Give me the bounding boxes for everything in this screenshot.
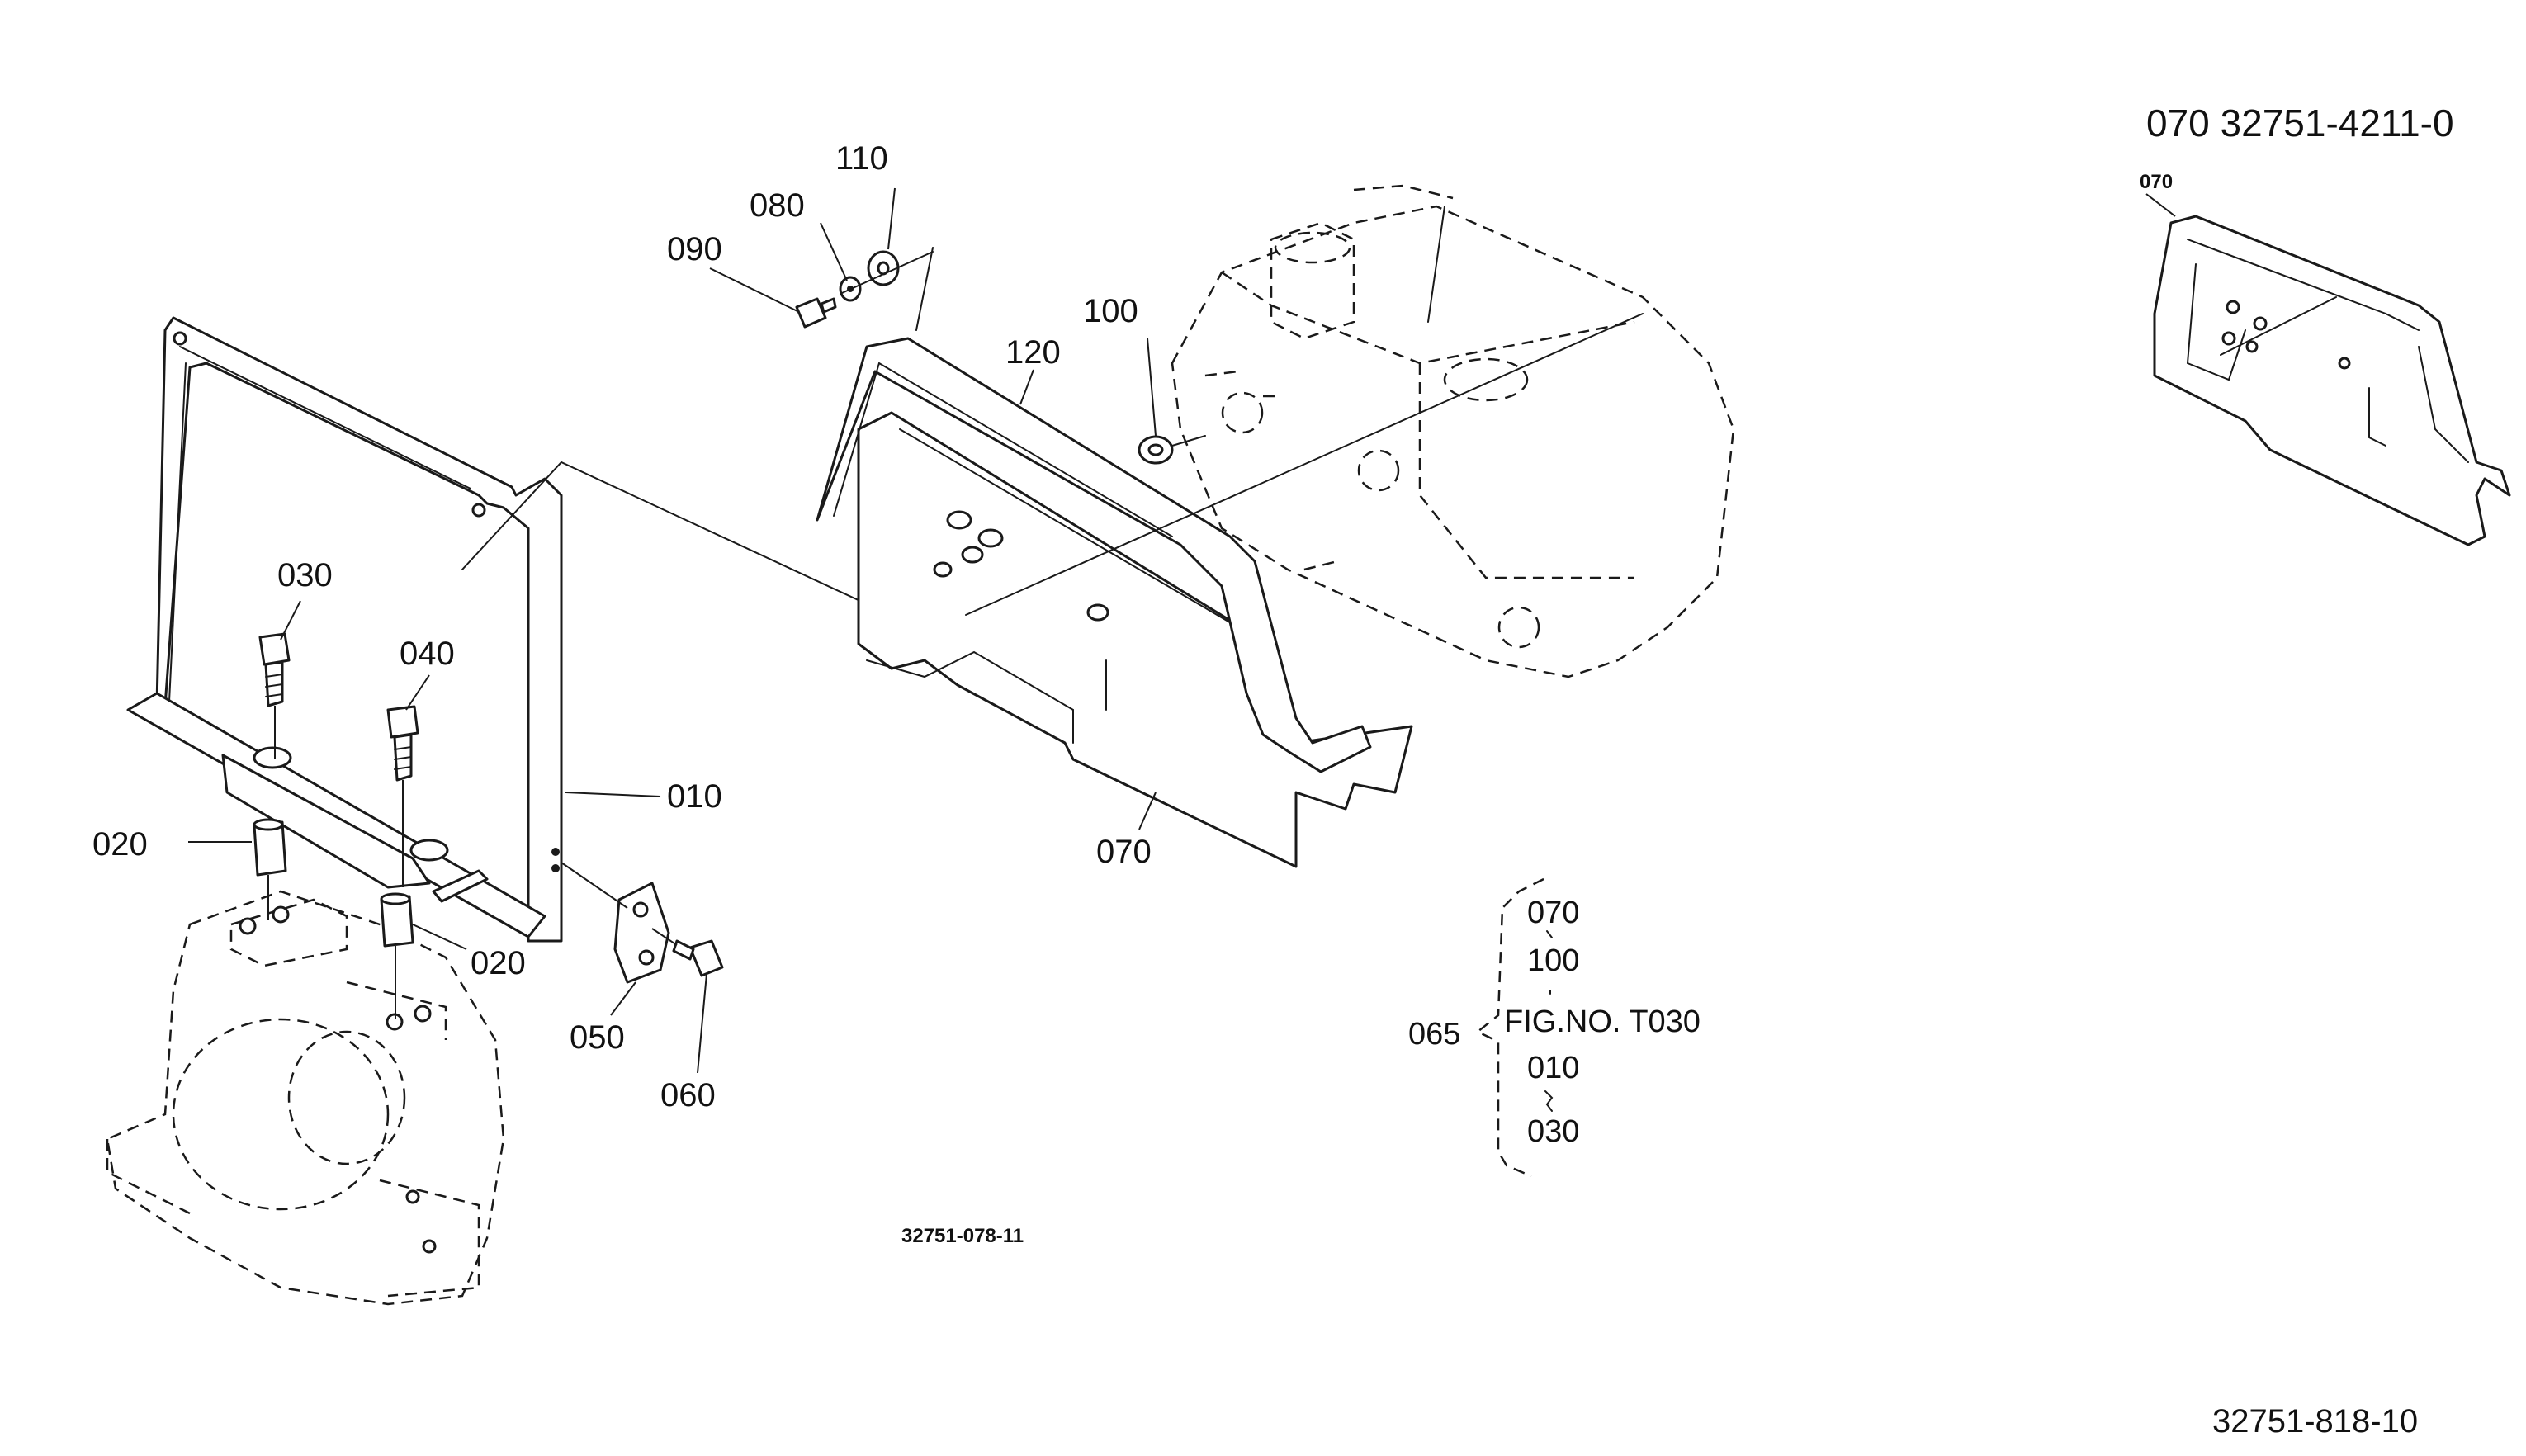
- callout-100: 100: [1083, 293, 1138, 329]
- page-code: 32751-818-10: [2212, 1403, 2418, 1439]
- assembly-line-5: 030: [1527, 1114, 1579, 1149]
- bracket-050: [561, 862, 670, 984]
- bolt-060: [651, 928, 724, 977]
- spacer-020-upper: [253, 818, 287, 920]
- callout-080: 080: [750, 187, 805, 224]
- drawing-code: 32751-078-11: [901, 1225, 1024, 1247]
- inset-label: 070: [2140, 171, 2173, 193]
- assembly-group-number: 065: [1408, 1017, 1460, 1052]
- callout-070: 070: [1096, 834, 1152, 870]
- engine-block: [106, 890, 505, 1306]
- fuel-tank: [1171, 184, 1735, 678]
- inset-title: 070 32751-4211-0: [2146, 102, 2454, 144]
- callout-030: 030: [277, 557, 333, 593]
- grommet-100: [1138, 435, 1206, 465]
- assembly-line-1: 070: [1527, 896, 1579, 930]
- callout-110: 110: [835, 140, 888, 177]
- bolt-030: [258, 632, 291, 759]
- callout-020-lower: 020: [471, 945, 526, 981]
- assembly-line-2: 100: [1527, 943, 1579, 978]
- frame-010: [126, 316, 563, 943]
- callout-090: 090: [667, 231, 722, 267]
- callout-040: 040: [400, 636, 455, 672]
- assembly-line-3: FIG.NO. T030: [1504, 1005, 1701, 1039]
- inset-070: 070 32751-4211-0 070: [2140, 102, 2511, 546]
- leader-lines: [188, 187, 1157, 1074]
- callout-010: 010: [667, 778, 722, 815]
- bolt-090: [795, 297, 837, 329]
- assembly-note: 065 070 100 FIG.NO. T030 010 030: [1408, 877, 1701, 1178]
- callout-060: 060: [660, 1077, 716, 1113]
- callout-050: 050: [570, 1019, 625, 1056]
- bolt-040: [386, 705, 419, 887]
- callout-020-upper: 020: [92, 826, 148, 863]
- assembly-line-4: 010: [1527, 1051, 1579, 1085]
- callout-120: 120: [1005, 334, 1061, 371]
- gasket-120: [816, 337, 1372, 773]
- spacer-020-lower: [380, 892, 414, 1019]
